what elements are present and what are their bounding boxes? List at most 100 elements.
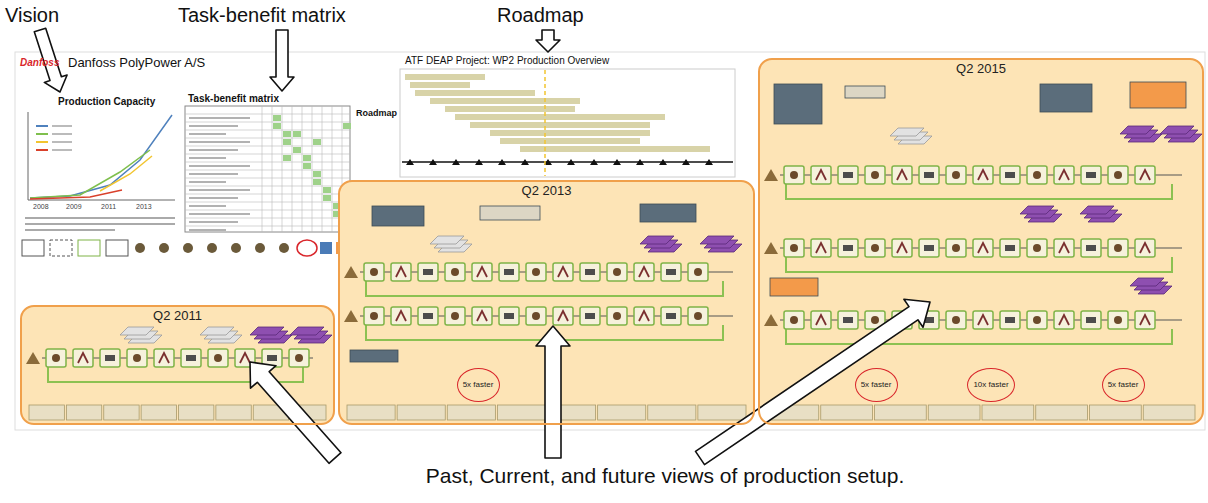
process-step-icon bbox=[1000, 311, 1020, 329]
matrix-table bbox=[185, 106, 350, 232]
chart-key bbox=[36, 125, 48, 127]
roadmap-bar bbox=[415, 90, 535, 96]
step-glyph bbox=[1086, 317, 1096, 323]
step-glyph bbox=[952, 171, 960, 179]
chart-axis bbox=[28, 112, 29, 200]
station-band bbox=[1090, 405, 1142, 420]
speedup-callout: 5x faster bbox=[1102, 368, 1145, 402]
panel-heading: Q2 2015 bbox=[760, 61, 1202, 77]
step-glyph bbox=[897, 243, 907, 253]
step-glyph bbox=[159, 353, 169, 363]
pointer-arrow bbox=[536, 30, 560, 52]
text-stub bbox=[189, 189, 250, 191]
process-step-icon bbox=[1054, 166, 1074, 184]
material-pile bbox=[764, 169, 778, 181]
roadmap-tick bbox=[452, 159, 460, 165]
note-box bbox=[774, 84, 822, 124]
step-glyph bbox=[1005, 172, 1015, 178]
station-band bbox=[216, 405, 251, 420]
step-glyph bbox=[816, 315, 826, 325]
matrix-rule bbox=[185, 138, 350, 139]
roadmap-chart bbox=[400, 69, 735, 177]
matrix-rule bbox=[185, 178, 350, 179]
matrix-rule bbox=[185, 162, 350, 163]
matrix-rule bbox=[185, 194, 350, 195]
step-glyph bbox=[240, 353, 250, 363]
matrix-rule bbox=[185, 146, 350, 147]
matrix-cell bbox=[293, 147, 301, 153]
panel-heading: Q2 2011 bbox=[22, 308, 333, 324]
process-step-icon bbox=[580, 263, 600, 281]
material-pile bbox=[26, 352, 40, 364]
matrix-cell bbox=[283, 139, 291, 145]
step-glyph bbox=[897, 170, 907, 180]
roadmap-tick bbox=[429, 159, 437, 165]
process-step-icon bbox=[838, 239, 858, 257]
legend-icon bbox=[255, 243, 265, 253]
step-glyph bbox=[1140, 243, 1150, 253]
matrix-rule bbox=[185, 130, 350, 131]
poster-sheet bbox=[15, 52, 1205, 430]
step-glyph bbox=[52, 354, 60, 362]
panel-heading: Q2 2013 bbox=[340, 183, 753, 199]
step-glyph bbox=[1005, 317, 1015, 323]
step-glyph bbox=[978, 243, 988, 253]
note-box bbox=[1130, 82, 1186, 108]
loop-line bbox=[366, 281, 723, 296]
poster-text: 2011 bbox=[101, 203, 116, 211]
station-band bbox=[698, 405, 746, 420]
matrix-cell bbox=[343, 123, 351, 129]
step-glyph bbox=[1059, 170, 1069, 180]
roadmap-tick bbox=[682, 159, 690, 165]
process-step-icon bbox=[526, 263, 546, 281]
station-band bbox=[66, 405, 101, 420]
step-glyph bbox=[843, 317, 853, 323]
step-glyph bbox=[1005, 245, 1015, 251]
process-step-icon bbox=[208, 349, 228, 367]
station-band bbox=[598, 405, 646, 420]
process-step-icon bbox=[838, 311, 858, 329]
poster-text: Task-benefit matrix bbox=[188, 93, 279, 105]
step-glyph bbox=[396, 311, 406, 321]
roadmap-bar bbox=[490, 130, 650, 136]
step-glyph bbox=[558, 311, 568, 321]
step-glyph bbox=[1086, 172, 1096, 178]
text-stub bbox=[189, 213, 250, 215]
process-step-icon bbox=[661, 307, 681, 325]
step-glyph bbox=[666, 269, 676, 275]
process-step-icon bbox=[418, 307, 438, 325]
process-step-icon bbox=[499, 307, 519, 325]
sheet-stack bbox=[1020, 206, 1054, 214]
roadmap-tick bbox=[659, 159, 667, 165]
text-stub bbox=[189, 133, 226, 135]
process-step-icon bbox=[526, 307, 546, 325]
station-band bbox=[1143, 405, 1195, 420]
note-box bbox=[372, 206, 424, 226]
process-step-icon bbox=[838, 166, 858, 184]
process-step-icon bbox=[634, 263, 654, 281]
production-panel: Q2 2011 bbox=[20, 305, 335, 425]
text-stub bbox=[25, 217, 175, 219]
process-step-icon bbox=[391, 307, 411, 325]
step-glyph bbox=[978, 315, 988, 325]
process-step-icon bbox=[445, 263, 465, 281]
poster-text: Danfoss bbox=[20, 57, 59, 69]
process-step-icon bbox=[1081, 311, 1101, 329]
station-band bbox=[1036, 405, 1088, 420]
process-step-icon bbox=[946, 166, 966, 184]
callout-label: Roadmap bbox=[497, 4, 584, 27]
pointer-arrow bbox=[696, 299, 931, 464]
step-glyph bbox=[871, 171, 879, 179]
sheet-stack bbox=[640, 236, 674, 244]
roadmap-tick bbox=[498, 159, 506, 165]
process-step-icon bbox=[784, 239, 804, 257]
roadmap-tick bbox=[613, 159, 621, 165]
step-glyph bbox=[1086, 245, 1096, 251]
station-band bbox=[821, 405, 873, 420]
roadmap-bar bbox=[410, 82, 470, 88]
station-band bbox=[648, 405, 696, 420]
matrix-cell bbox=[303, 163, 311, 169]
process-step-icon bbox=[1054, 311, 1074, 329]
legend-icon bbox=[78, 240, 100, 256]
production-panel: Q2 20135x faster bbox=[338, 180, 755, 425]
